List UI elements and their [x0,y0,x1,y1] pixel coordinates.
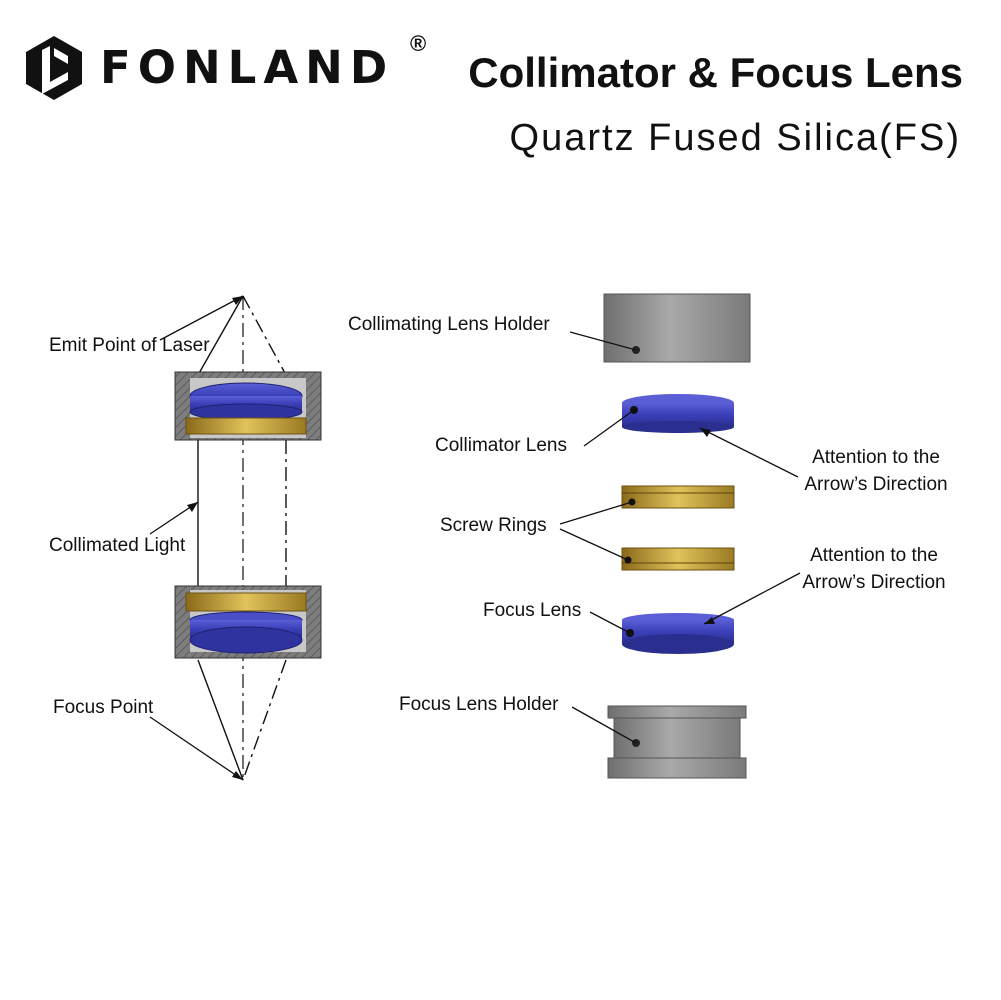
attention-upper-line1: Attention to the [812,447,940,468]
fonland-logo-icon [26,36,82,100]
attention-upper-line2: Arrow’s Direction [804,474,948,495]
attention-label-upper: Attention to the Arrow’s Direction [790,446,962,497]
collimating-lens-holder [603,293,751,363]
collimated-light-label: Collimated Light [49,535,186,556]
emit-point-label: Emit Point of Laser [49,335,210,356]
focus-holder-leader [571,706,637,744]
attention-arrow-upper [699,427,799,478]
screw-rings-label: Screw Rings [440,515,547,536]
focus-point-leader [149,716,244,781]
collimator-lens-leader [583,409,635,447]
attention-lower-line1: Attention to the [810,545,938,566]
ray-line [197,659,244,781]
screw-ring-lower [621,547,735,571]
emit-point-leader [159,295,244,341]
focus-housing-section [174,585,322,659]
attention-label-lower: Attention to the Arrow’s Direction [788,544,960,595]
focus-holder-label: Focus Lens Holder [399,694,559,715]
attention-lower-line2: Arrow’s Direction [802,572,946,593]
focus-lens-label: Focus Lens [483,600,582,621]
collimating-holder-leader [569,331,637,351]
screw-ring-upper [621,485,735,509]
ray-line [197,295,244,376]
collimator-lens [622,394,734,433]
ray-line [242,295,287,376]
header: FONLAND ® Collimator & Focus Lens Quartz… [0,0,1001,180]
page-title: Collimator & Focus Lens [468,49,963,96]
focus-lens [622,613,734,654]
collimating-holder-label: Collimating Lens Holder [348,314,550,335]
screw-ring-leader-lower [559,528,629,561]
optical-path-diagram [149,295,322,781]
brand-name: FONLAND [100,41,395,94]
attention-arrow-lower [703,572,801,625]
screw-ring-leader-upper [559,501,633,525]
focus-lens-leader [589,611,631,634]
collimator-lens-label: Collimator Lens [435,435,567,456]
page-subtitle: Quartz Fused Silica(FS) [509,117,961,159]
exploded-components [559,293,801,779]
collimated-light-leader [149,501,199,535]
focus-lens-holder [607,705,747,779]
collimating-housing-section [174,371,322,441]
focus-point-label: Focus Point [53,697,154,718]
registered-mark: ® [410,31,427,56]
ray-line [242,659,287,781]
